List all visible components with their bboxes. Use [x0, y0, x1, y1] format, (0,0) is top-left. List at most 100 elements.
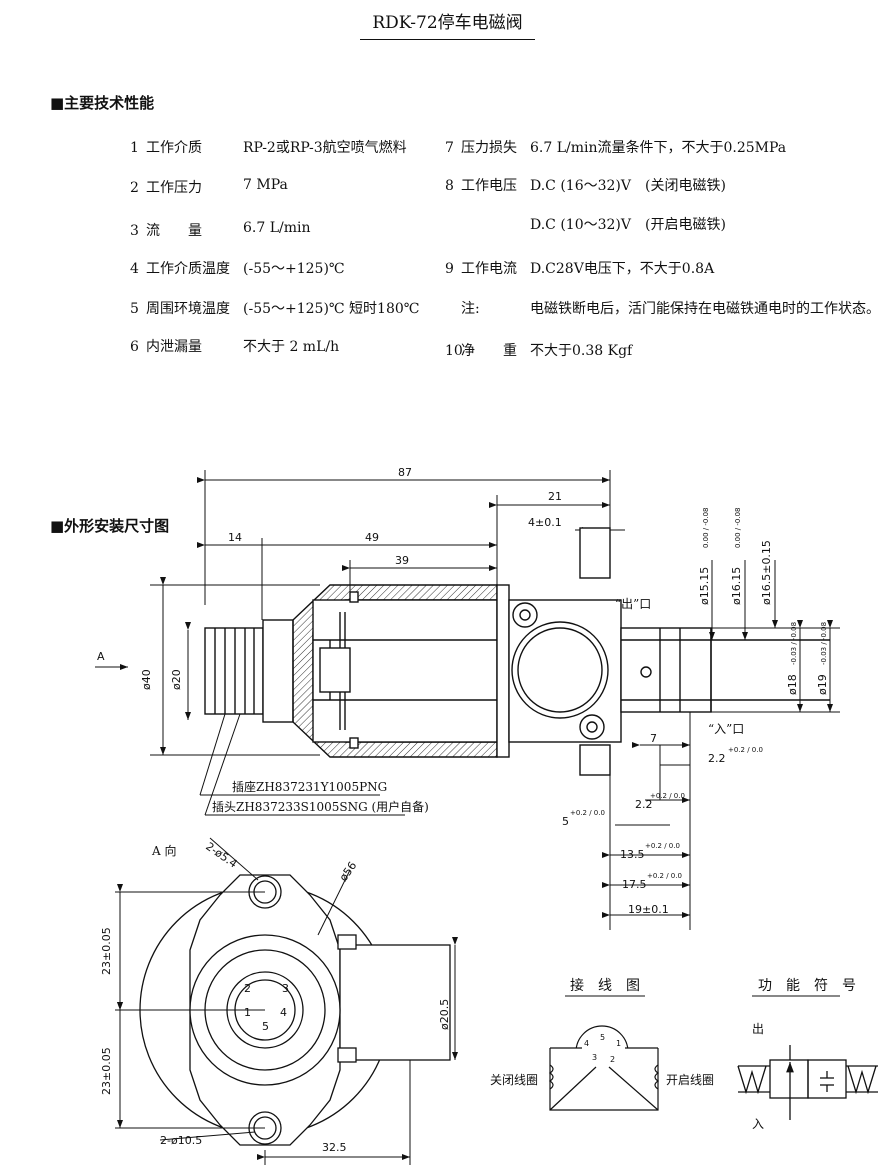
spec-number: 1 [130, 140, 139, 156]
dim-14: 14 [228, 531, 242, 544]
connector-pin-5: 5 [262, 1020, 269, 1033]
spec-number: 3 [130, 223, 139, 239]
dim-d1615: ø16.15 [730, 567, 743, 605]
dim-7: 7 [650, 732, 657, 745]
socket-label: 插座ZH837231Y1005PNG [232, 779, 387, 794]
view-a-arrow-label: A [97, 650, 105, 663]
outlet-label: “出”口 [615, 597, 651, 611]
spec-row: 6 内泄漏量 不大于 2 mL/h [130, 336, 339, 356]
wiring-pin-2: 2 [610, 1055, 615, 1064]
dim-d20: ø20 [170, 669, 183, 690]
section-outline-heading: ■外形安装尺寸图 [50, 517, 170, 535]
spec-number: 2 [130, 180, 139, 196]
dim-17-5: 17.5 [622, 878, 647, 891]
spec-value: (-55～+125)℃ 短时180℃ [243, 301, 420, 317]
spec-value: RP-2或RP-3航空喷气燃料 [243, 140, 407, 156]
dim-32-5: 32.5 [322, 1141, 347, 1154]
dim-2-2a: 2.2 [708, 752, 726, 765]
dim-21: 21 [548, 490, 562, 503]
wiring-title: 接 线 图 [570, 977, 640, 994]
spec-value: (-55～+125)℃ [243, 261, 345, 277]
dim-13-5-tol: +0.2 / 0.0 [645, 842, 680, 850]
spec-row: 8 工作电压 D.C (16～32)V (关闭电磁铁) [445, 175, 726, 195]
spec-value: 6.7 L/min [243, 220, 311, 236]
wiring-pin-4: 4 [584, 1039, 589, 1048]
spec-key: 工作介质温度 [146, 261, 230, 277]
plug-label: 插头ZH837233S1005SNG (用户自备) [212, 799, 429, 814]
holes-top-dim: 2-ø5.4 [203, 840, 239, 871]
spec-number: 9 [445, 261, 454, 277]
spec-key: 工作介质 [146, 140, 202, 156]
spec-number: 4 [130, 261, 139, 277]
spec-key: 注: [461, 301, 480, 317]
dim-d18-tol: -0.03 / -0.08 [790, 622, 798, 665]
dim-5: 5 [562, 815, 569, 828]
spec-number: 6 [130, 339, 139, 355]
spec-value: 不大于 2 mL/h [243, 339, 340, 355]
symbol-title: 功 能 符 号 [758, 978, 856, 994]
dim-2-2a-tol: +0.2 / 0.0 [728, 746, 763, 754]
spec-row: 10净 重不大于0.38 Kgf [445, 340, 632, 360]
wiring-pin-5: 5 [600, 1033, 605, 1042]
spec-number: 10 [445, 343, 463, 359]
spec-number: 5 [130, 301, 139, 317]
spec-row: 9 工作电流 D.C28V电压下，不大于0.8A [445, 258, 714, 278]
symbol-outlet: 出 [752, 1022, 764, 1036]
connector-pin-3: 3 [282, 982, 289, 995]
close-coil-label: 关闭线圈 [490, 1073, 538, 1087]
open-coil-label: 开启线圈 [666, 1073, 714, 1087]
spec-row: 4 工作介质温度 (-55～+125)℃ [130, 258, 345, 278]
connector-pin-1: 1 [244, 1006, 251, 1019]
dim-2-2b-tol: +0.2 / 0.0 [650, 792, 685, 800]
dim-39: 39 [395, 554, 409, 567]
spec-value: 电磁铁断电后，活门能保持在电磁铁通电时的工作状态。 [530, 301, 880, 317]
dim-17-5-tol: +0.2 / 0.0 [647, 872, 682, 880]
dim-d1515-tol: 0.00 / -0.08 [702, 507, 710, 548]
spec-key: 工作电压 [461, 178, 517, 194]
dim-d20-5: ø20.5 [438, 999, 451, 1030]
spec-key: 内泄漏量 [146, 339, 202, 355]
dim-49: 49 [365, 531, 379, 544]
drawing-title: RDK-72停车电磁阀 [360, 8, 535, 40]
spec-value: D.C (16～32)V (关闭电磁铁) [530, 178, 726, 194]
wiring-pin-3: 3 [592, 1053, 597, 1062]
dim-87: 87 [398, 466, 412, 479]
dim-d1515: ø15.15 [698, 567, 711, 605]
section-specs-heading: ■主要技术性能 [50, 94, 155, 112]
dim-d165: ø16.5±0.15 [760, 540, 773, 605]
dim-19b: 19±0.1 [628, 903, 669, 916]
spec-row: 5 周围环境温度 (-55～+125)℃ 短时180℃ [130, 298, 419, 318]
spec-value: D.C28V电压下，不大于0.8A [530, 261, 715, 277]
dim-4: 4±0.1 [528, 516, 562, 529]
dim-13-5: 13.5 [620, 848, 645, 861]
inlet-label: “入”口 [708, 722, 744, 736]
dim-23-top: 23±0.05 [100, 927, 113, 975]
view-a-label: A 向 [151, 843, 176, 858]
symbol-inlet: 入 [752, 1117, 764, 1131]
dim-2-2b: 2.2 [635, 798, 653, 811]
connector-pin-4: 4 [280, 1006, 287, 1019]
spec-row: 1 工作介质 RP-2或RP-3航空喷气燃料 [130, 137, 407, 157]
spec-number: 8 [445, 178, 454, 194]
spec-row: 2 工作压力 7 MPa [130, 177, 288, 197]
spec-value: 7 MPa [243, 177, 288, 193]
spec-key: 工作压力 [146, 180, 202, 196]
dim-d1615-tol: 0.00 / -0.08 [734, 507, 742, 548]
dim-d19: ø19 [816, 674, 829, 695]
dim-d18: ø18 [786, 674, 799, 695]
spec-key: 周围环境温度 [146, 301, 230, 317]
spec-key: 净 重 [461, 343, 517, 359]
dim-d56: ø56 [337, 859, 360, 883]
holes-bottom-dim: 2-ø10.5 [160, 1134, 202, 1147]
dim-d40: ø40 [140, 669, 153, 690]
spec-key: 压力损失 [461, 140, 517, 156]
spec-row: 注: 电磁铁断电后，活门能保持在电磁铁通电时的工作状态。 [445, 298, 880, 318]
spec-row: D.C (10～32)V (开启电磁铁) [445, 214, 726, 233]
dim-23-bottom: 23±0.05 [100, 1047, 113, 1095]
dim-d19-tol: -0.03 / -0.08 [820, 622, 828, 665]
spec-number: 7 [445, 140, 454, 156]
spec-key: 工作电流 [461, 261, 517, 277]
